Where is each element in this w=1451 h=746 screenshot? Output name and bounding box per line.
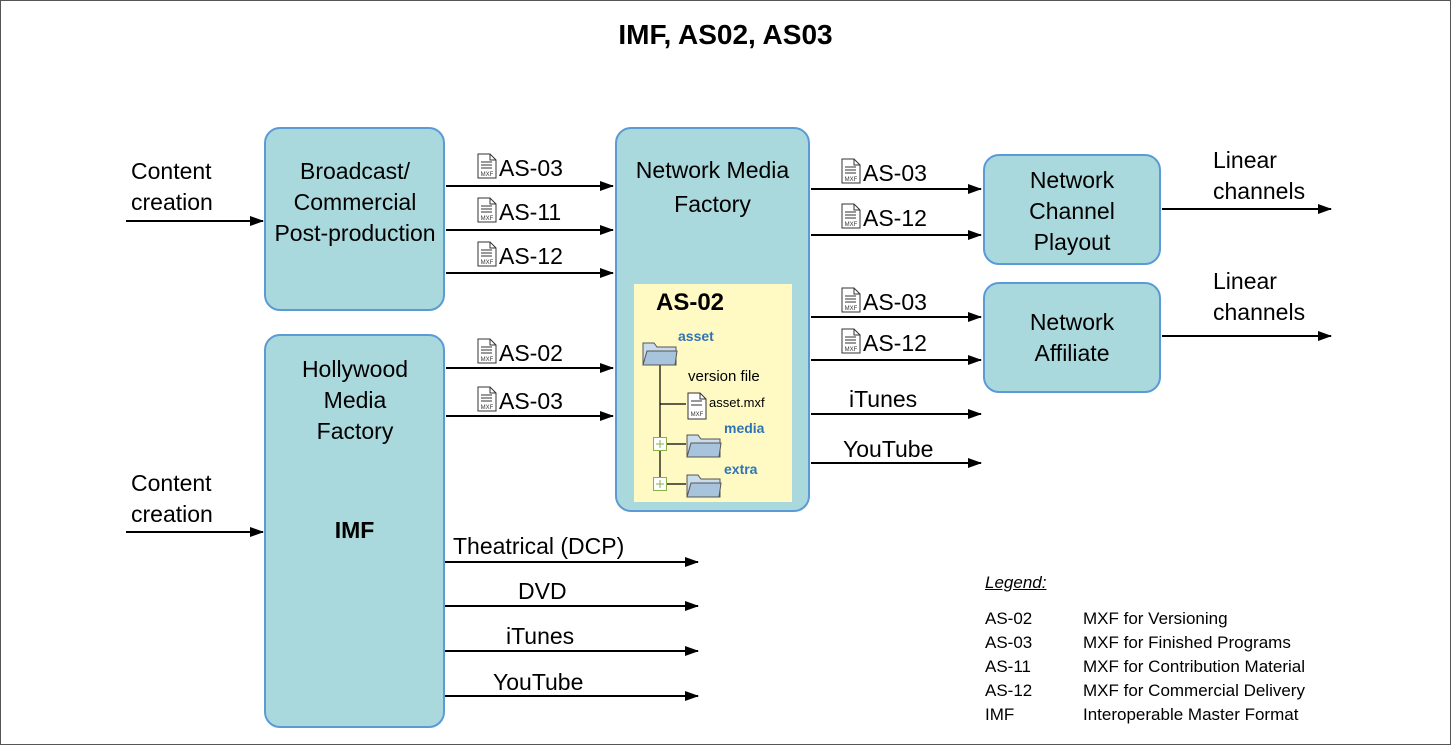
mxf-doc-icon: MXF	[841, 328, 861, 359]
legend-code: IMF	[985, 705, 1015, 724]
mxf-doc-icon: MXF	[477, 386, 497, 417]
hollywood-media-factory-label: Hollywood Media Factory	[301, 356, 409, 444]
mxf-doc-icon: MXF	[477, 197, 497, 228]
flow-label-nmf-youtube: YouTube	[843, 436, 934, 462]
version-file-label: version file	[688, 368, 760, 385]
flow-label-bcast-as11: MXF AS-11	[477, 197, 561, 228]
as02-structure-panel: AS-02 asset version file MXF asset.mxf	[634, 284, 792, 502]
flow-label-hmf-youtube: YouTube	[493, 669, 584, 695]
flow-label-affiliate-as12: MXF AS-12	[841, 328, 927, 359]
flow-label-affiliate-as03: MXF AS-03	[841, 287, 927, 318]
mxf-doc-icon: MXF	[841, 287, 861, 318]
mxf-doc-icon: MXF	[477, 153, 497, 184]
mxf-doc-icon: MXF	[477, 241, 497, 272]
flow-label-bcast-as12: MXF AS-12	[477, 241, 563, 272]
legend-code: AS-11	[985, 657, 1031, 676]
svg-text:MXF: MXF	[691, 412, 704, 418]
content-creation-top-label: Content creation	[131, 158, 213, 215]
media-expand-icon	[653, 437, 667, 451]
broadcast-postproduction-box: Broadcast/ Commercial Post-production	[264, 127, 445, 311]
svg-text:MXF: MXF	[481, 260, 494, 266]
extra-expand-icon	[653, 477, 667, 491]
legend-desc: MXF for Contribution Material	[1083, 657, 1306, 676]
flow-label-nmf-itunes: iTunes	[849, 386, 918, 412]
mxf-file-icon: MXF	[687, 392, 707, 420]
hollywood-imf-label: IMF	[334, 517, 375, 543]
legend-code: AS-12	[985, 681, 1033, 700]
flow-text: AS-03	[863, 160, 927, 186]
svg-text:MXF: MXF	[845, 306, 858, 312]
flow-text: AS-11	[499, 199, 562, 225]
flow-text: AS-12	[863, 330, 927, 356]
legend-code: AS-03	[985, 633, 1033, 652]
flow-text: AS-03	[863, 289, 927, 315]
network-channel-playout-box: Network Channel Playout	[983, 154, 1161, 265]
network-channel-playout-label: Network Channel Playout	[1029, 167, 1115, 255]
flow-text: AS-12	[863, 205, 927, 231]
svg-text:MXF: MXF	[481, 357, 494, 363]
version-file-name: asset.mxf	[709, 395, 765, 410]
extra-folder-label: extra	[724, 461, 758, 477]
legend-desc: MXF for Commercial Delivery	[1083, 681, 1305, 700]
flow-label-hmf-dvd: DVD	[518, 578, 567, 604]
extra-folder-icon	[686, 474, 722, 498]
flow-text: AS-03	[499, 388, 563, 414]
svg-text:MXF: MXF	[845, 222, 858, 228]
mxf-doc-icon: MXF	[477, 338, 497, 369]
flow-label-hmf-itunes: iTunes	[506, 623, 575, 649]
flow-label-hmf-as03: MXF AS-03	[477, 386, 563, 417]
hollywood-media-factory-box: Hollywood Media Factory IMF	[264, 334, 445, 728]
legend-row: IMF Interoperable Master Format	[985, 705, 1298, 725]
broadcast-postproduction-label: Broadcast/ Commercial Post-production	[274, 158, 436, 246]
diagram-title: IMF, AS02, AS03	[618, 19, 833, 50]
asset-folder-label: asset	[678, 328, 714, 344]
legend-desc: Interoperable Master Format	[1083, 705, 1299, 724]
legend-row: AS-11 MXF for Contribution Material	[985, 657, 1305, 677]
as02-heading: AS-02	[656, 289, 725, 316]
legend-row: AS-03 MXF for Finished Programs	[985, 633, 1291, 653]
media-folder-icon	[686, 434, 722, 458]
svg-text:MXF: MXF	[481, 172, 494, 178]
network-media-factory-label: Network Media Factory	[635, 157, 790, 217]
legend-desc: MXF for Finished Programs	[1083, 633, 1291, 652]
svg-text:MXF: MXF	[845, 177, 858, 183]
legend-row: AS-02 MXF for Versioning	[985, 609, 1228, 629]
legend-code: AS-02	[985, 609, 1033, 628]
svg-text:MXF: MXF	[481, 405, 494, 411]
mxf-doc-icon: MXF	[841, 203, 861, 234]
svg-text:MXF: MXF	[481, 216, 494, 222]
svg-text:MXF: MXF	[845, 347, 858, 353]
flow-label-playout-as12: MXF AS-12	[841, 203, 927, 234]
asset-folder-icon	[642, 342, 678, 366]
linear-channels-affiliate-label: Linear channels	[1213, 268, 1306, 325]
network-affiliate-label: Network Affiliate	[1029, 309, 1115, 366]
flow-label-hmf-as02: MXF AS-02	[477, 338, 563, 369]
flow-text: AS-02	[499, 340, 563, 366]
flow-label-playout-as03: MXF AS-03	[841, 158, 927, 189]
flow-text: AS-03	[499, 155, 563, 181]
legend-title: Legend:	[985, 573, 1047, 592]
flow-label-hmf-theatrical: Theatrical (DCP)	[453, 533, 625, 559]
mxf-doc-icon: MXF	[841, 158, 861, 189]
content-creation-bottom-label: Content creation	[131, 470, 213, 527]
flow-label-bcast-as03: MXF AS-03	[477, 153, 563, 184]
flow-text: AS-12	[499, 243, 563, 269]
linear-channels-playout-label: Linear channels	[1213, 147, 1306, 204]
legend-row: AS-12 MXF for Commercial Delivery	[985, 681, 1305, 701]
media-folder-label: media	[724, 420, 765, 436]
network-affiliate-box: Network Affiliate	[983, 282, 1161, 393]
legend-desc: MXF for Versioning	[1083, 609, 1228, 628]
